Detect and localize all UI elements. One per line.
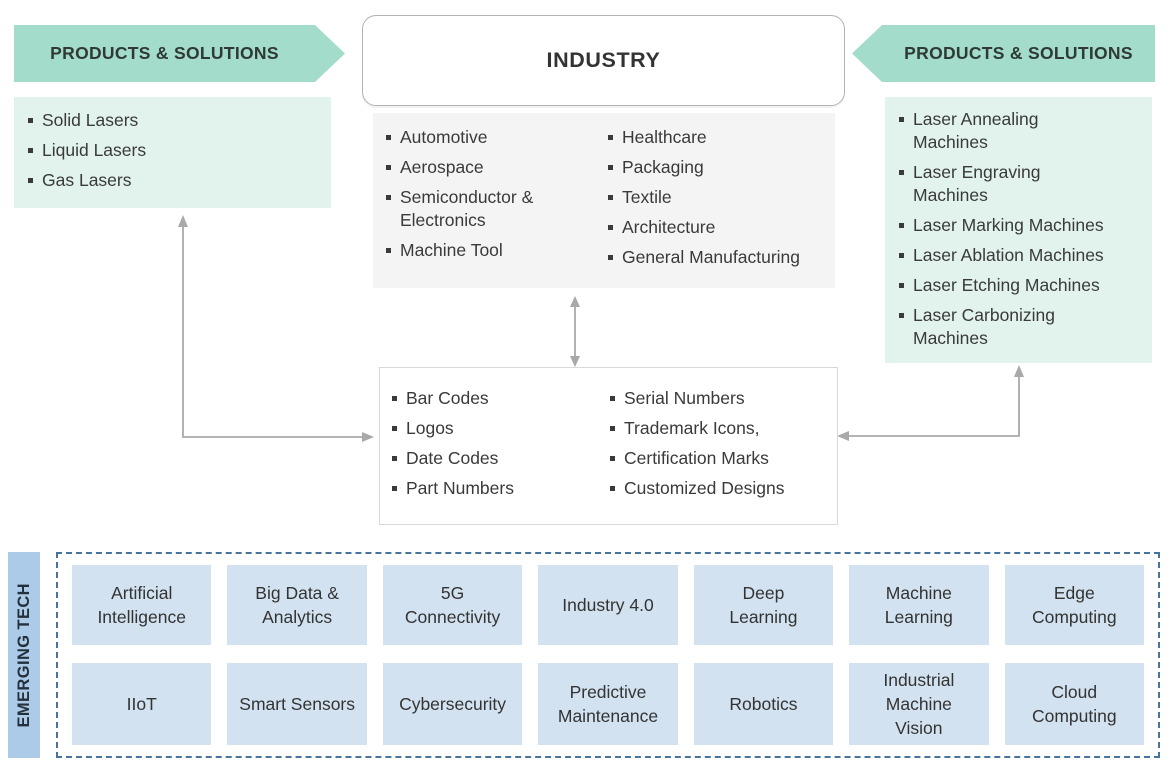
bullet-icon: [899, 313, 904, 318]
bullet-icon: [610, 396, 615, 401]
list-item: Packaging: [608, 156, 835, 179]
list-item: Part Numbers: [392, 477, 610, 500]
tech-tile: Artificial Intelligence: [72, 565, 212, 645]
right-products-connector: [837, 365, 1024, 441]
bullet-icon: [608, 225, 613, 230]
industry-markings-arrow: [570, 296, 580, 367]
industry-sectors-panel: Automotive Aerospace Semiconductor & Ele…: [373, 113, 835, 288]
industry-title-box: INDUSTRY: [362, 15, 845, 106]
bullet-icon: [392, 486, 397, 491]
list-item: General Manufacturing: [608, 246, 835, 269]
emerging-tech-label-bar: EMERGING TECH: [8, 552, 40, 758]
list-item: Laser Ablation Machines: [899, 244, 1138, 267]
list-item: Liquid Lasers: [28, 139, 317, 162]
tech-tile: Industry 4.0: [538, 565, 678, 645]
bullet-icon: [610, 456, 615, 461]
list-item: Customized Designs: [610, 477, 837, 500]
list-item: Architecture: [608, 216, 835, 239]
tech-tile: Industrial Machine Vision: [849, 663, 989, 745]
left-products-banner: PRODUCTS & SOLUTIONS: [14, 25, 345, 82]
bullet-icon: [899, 223, 904, 228]
tech-tile: Predictive Maintenance: [538, 663, 678, 745]
list-item: Laser Annealing Machines: [899, 108, 1138, 154]
laser-machines-panel: Laser Annealing Machines Laser Engraving…: [885, 97, 1152, 363]
bullet-icon: [28, 148, 33, 153]
bullet-icon: [386, 135, 391, 140]
bullet-icon: [610, 486, 615, 491]
emerging-tech-grid: Artificial Intelligence Big Data & Analy…: [56, 552, 1160, 758]
marking-applications-box: Bar Codes Logos Date Codes Part Numbers …: [379, 367, 838, 525]
tech-tile: Robotics: [693, 663, 834, 745]
tech-tile: Smart Sensors: [227, 663, 367, 745]
list-item: Laser Engraving Machines: [899, 161, 1138, 207]
tech-tile: Cybersecurity: [382, 663, 523, 745]
bullet-icon: [386, 195, 391, 200]
list-item: Date Codes: [392, 447, 610, 470]
list-item: Bar Codes: [392, 387, 610, 410]
tech-tile: Big Data & Analytics: [227, 565, 367, 645]
tech-tile: 5G Connectivity: [382, 565, 523, 645]
bullet-icon: [899, 253, 904, 258]
bullet-icon: [899, 170, 904, 175]
tech-tile: Deep Learning: [693, 565, 834, 645]
list-item: Gas Lasers: [28, 169, 317, 192]
list-item: Solid Lasers: [28, 109, 317, 132]
laser-types-panel: Solid Lasers Liquid Lasers Gas Lasers: [14, 97, 331, 208]
tech-tile: Machine Learning: [849, 565, 989, 645]
emerging-tech-label: EMERGING TECH: [14, 582, 33, 728]
list-item: Logos: [392, 417, 610, 440]
list-item: Textile: [608, 186, 835, 209]
bullet-icon: [392, 456, 397, 461]
bullet-icon: [392, 396, 397, 401]
bullet-icon: [610, 426, 615, 431]
list-item: Automotive: [386, 126, 608, 149]
list-item: Aerospace: [386, 156, 608, 179]
tech-tile: IIoT: [72, 663, 212, 745]
left-products-banner-label: PRODUCTS & SOLUTIONS: [50, 43, 279, 63]
tech-tile: Cloud Computing: [1004, 663, 1144, 745]
bullet-icon: [899, 117, 904, 122]
left-products-connector: [178, 215, 374, 442]
list-item: Laser Marking Machines: [899, 214, 1138, 237]
list-item: Laser Etching Machines: [899, 274, 1138, 297]
right-products-banner: PRODUCTS & SOLUTIONS: [852, 25, 1155, 82]
bullet-icon: [28, 178, 33, 183]
bullet-icon: [608, 195, 613, 200]
bullet-icon: [392, 426, 397, 431]
industry-title: INDUSTRY: [546, 48, 661, 72]
list-item: Certification Marks: [610, 447, 837, 470]
list-item: Serial Numbers: [610, 387, 837, 410]
list-item: Trademark Icons,: [610, 417, 837, 440]
bullet-icon: [608, 135, 613, 140]
bullet-icon: [386, 248, 391, 253]
list-item: Laser Carbonizing Machines: [899, 304, 1138, 350]
right-products-banner-label: PRODUCTS & SOLUTIONS: [904, 43, 1133, 63]
bullet-icon: [608, 165, 613, 170]
list-item: Semiconductor & Electronics: [386, 186, 608, 232]
bullet-icon: [608, 255, 613, 260]
bullet-icon: [386, 165, 391, 170]
bullet-icon: [899, 283, 904, 288]
tech-tile: Edge Computing: [1004, 565, 1144, 645]
list-item: Healthcare: [608, 126, 835, 149]
list-item: Machine Tool: [386, 239, 608, 262]
bullet-icon: [28, 118, 33, 123]
